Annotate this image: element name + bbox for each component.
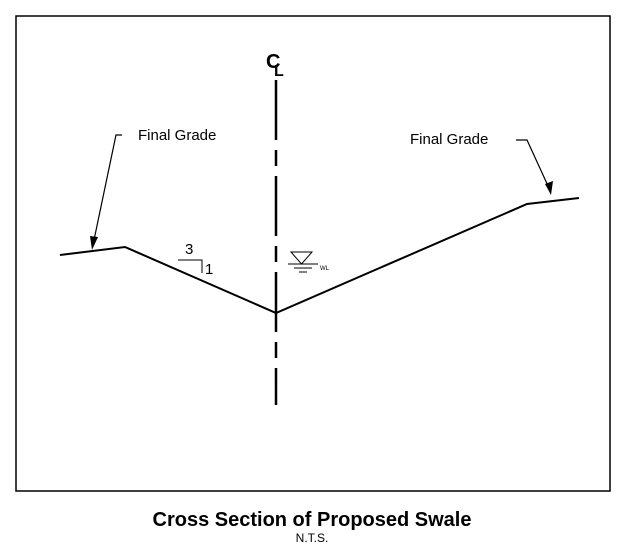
centerline-symbol-c: C <box>266 51 280 73</box>
slope-indicator <box>178 259 203 273</box>
left-callout-label: Final Grade <box>138 127 216 144</box>
slope-rise-label: 1 <box>205 261 213 278</box>
swale-cross-section-drawing: C L Final Grade Final Grade 3 1 WL <box>15 15 611 492</box>
drawing-title: Cross Section of Proposed Swale <box>152 509 472 531</box>
water-level-label: WL <box>320 266 330 272</box>
water-level-symbol <box>288 251 318 273</box>
centerline-symbol-l: L <box>274 63 284 80</box>
water-level-triangle <box>289 251 314 265</box>
right-callout-arrowhead <box>545 181 553 195</box>
final-grade-profile <box>59 197 580 315</box>
slope-run-label: 3 <box>185 241 193 258</box>
drawing-border <box>15 15 611 492</box>
drawing-scale-note: N.T.S. <box>295 531 329 545</box>
right-callout-leader <box>516 139 550 189</box>
left-callout-leader <box>93 134 122 241</box>
left-callout-arrowhead <box>90 236 98 250</box>
right-callout-label: Final Grade <box>410 131 488 148</box>
